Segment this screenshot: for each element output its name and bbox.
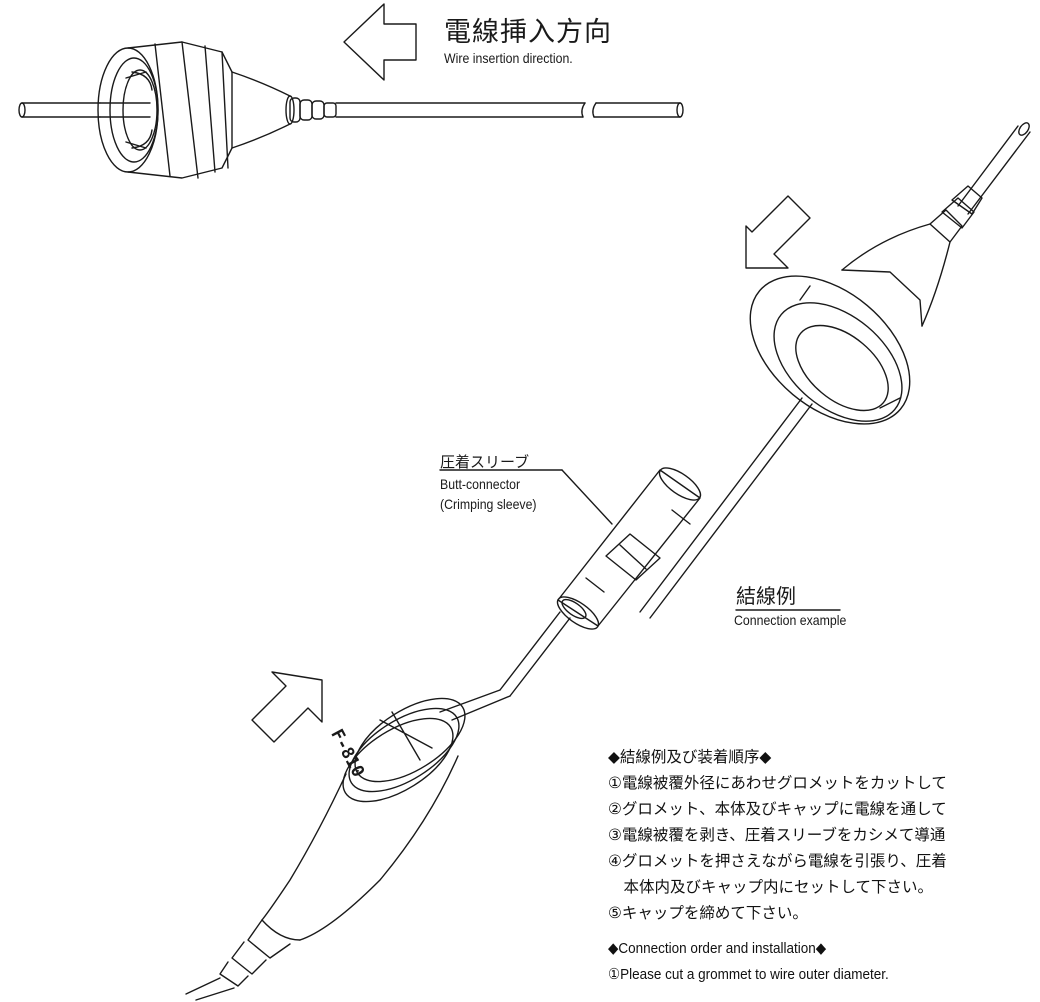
instructions: ◆結線例及び装着順序◆ ①電線被覆外径にあわせグロメットをカットして ②グロメッ… — [608, 744, 947, 988]
crimp-sleeve — [499, 467, 702, 697]
lower-body-assembly — [185, 689, 511, 1001]
instruction-step-4-cont: 本体内及びキャップ内にセットして下さい。 — [608, 878, 934, 896]
sleeve-label-en: Butt-connector — [440, 476, 521, 492]
sleeve-label-jp: 圧着スリーブ — [440, 453, 530, 471]
instruction-step-5: ⑤キャップを締めて下さい。 — [608, 904, 808, 922]
example-title-en: Connection example — [734, 612, 847, 628]
insertion-title-en: Wire insertion direction. — [444, 50, 573, 66]
instruction-step-2: ②グロメット、本体及びキャップに電線を通して — [608, 800, 947, 818]
top-assembly — [18, 41, 684, 179]
insertion-title-jp: 電線挿入方向 — [444, 17, 612, 48]
instruction-step-4: ④グロメットを押さえながら電線を引張り、圧着 — [608, 852, 947, 870]
sleeve-leader — [439, 469, 613, 525]
push-arrow-up-icon — [251, 671, 323, 743]
instruction-en-step-1: ①Please cut a grommet to wire outer diam… — [608, 966, 889, 983]
upper-cap-assembly — [639, 122, 1031, 619]
insertion-arrow-icon — [343, 3, 417, 81]
sleeve-label-en2: (Crimping sleeve) — [440, 496, 537, 512]
push-arrow-down-icon — [745, 195, 811, 269]
instruction-step-3: ③電線被覆を剥き、圧着スリーブをカシメて導通 — [608, 826, 946, 844]
example-title-jp: 結線例 — [736, 584, 796, 608]
instructions-header-en: ◆Connection order and installation◆ — [608, 940, 827, 957]
instruction-step-1: ①電線被覆外径にあわせグロメットをカットして — [608, 774, 947, 792]
instructions-header-jp: ◆結線例及び装着順序◆ — [608, 748, 772, 766]
